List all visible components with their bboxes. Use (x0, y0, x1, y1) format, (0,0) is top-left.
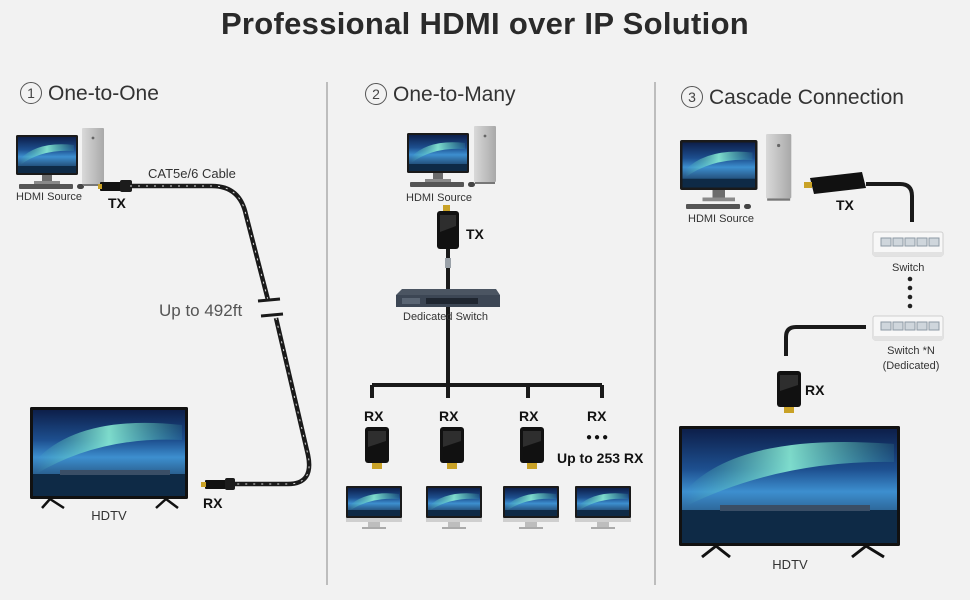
distance-label: Up to 492ft (159, 301, 243, 320)
hdtv-label: HDTV (772, 557, 808, 572)
rx-label: RX (203, 495, 223, 511)
rx-label: RX (439, 408, 459, 424)
display-monitor (503, 486, 559, 529)
distribution-cable (370, 307, 604, 398)
tx-label: TX (108, 195, 126, 211)
rx-extender (440, 427, 464, 469)
rx-extender (365, 427, 389, 469)
section-title-one-to-one: 1 One-to-One (20, 82, 159, 106)
tx-extender (804, 172, 866, 194)
cable-break-mark (257, 297, 281, 303)
rx-label: RX (805, 382, 825, 398)
max-rx-label: Up to 253 RX (557, 450, 644, 466)
section-number: 3 (681, 86, 703, 108)
network-switch (872, 231, 944, 257)
section-number: 2 (365, 83, 387, 105)
switch-dedicated-label: (Dedicated) (882, 360, 940, 372)
section-divider (654, 82, 656, 585)
hdmi-source-label: HDMI Source (688, 213, 755, 225)
hdmi-source-pc (407, 126, 496, 187)
cat-cable (130, 183, 271, 301)
cat-cable (866, 182, 914, 222)
hdmi-source-label: HDMI Source (406, 192, 473, 204)
section-title-one-to-many: 2 One-to-Many (365, 83, 516, 107)
section-title-text: Cascade Connection (709, 86, 904, 109)
rx-label: RX (519, 408, 539, 424)
page-title: Professional HDMI over IP Solution (220, 6, 750, 41)
switch-label: Switch (892, 262, 925, 274)
tx-extender (437, 205, 459, 249)
cat-cable (232, 317, 312, 487)
tx-label: TX (466, 226, 484, 242)
hdtv (30, 407, 188, 510)
cascade-dots (907, 276, 913, 309)
section-divider (326, 82, 328, 585)
hdtv-label: HDTV (91, 508, 127, 523)
tx-extender (98, 180, 132, 192)
rx-extender (777, 371, 801, 413)
section-title-text: One-to-Many (393, 83, 516, 106)
hdtv (679, 426, 900, 559)
hdmi-source-label: HDMI Source (16, 191, 83, 203)
rx-label: RX (364, 408, 384, 424)
switch-label: Dedicated Switch (403, 311, 488, 323)
display-monitor (346, 486, 402, 529)
rx-label: RX (587, 408, 607, 424)
cat-cable (784, 325, 866, 356)
hdmi-source-pc (16, 128, 104, 189)
section-title-text: One-to-One (48, 82, 159, 105)
tx-label: TX (836, 197, 854, 213)
rx-extender (201, 478, 235, 490)
more-dots: ●●● (586, 432, 611, 443)
rx-extender (520, 427, 544, 469)
display-monitor (575, 486, 631, 529)
network-switch-dedicated (872, 315, 944, 341)
section-title-cascade: 3 Cascade Connection (681, 86, 904, 110)
switch-n-label: Switch *N (887, 345, 935, 357)
section-number: 1 (20, 82, 42, 104)
dedicated-switch (396, 289, 500, 307)
display-monitor (426, 486, 482, 529)
hdmi-source-pc (680, 134, 792, 209)
cable-label: CAT5e/6 Cable (148, 166, 236, 181)
cable-break-mark (260, 312, 284, 318)
